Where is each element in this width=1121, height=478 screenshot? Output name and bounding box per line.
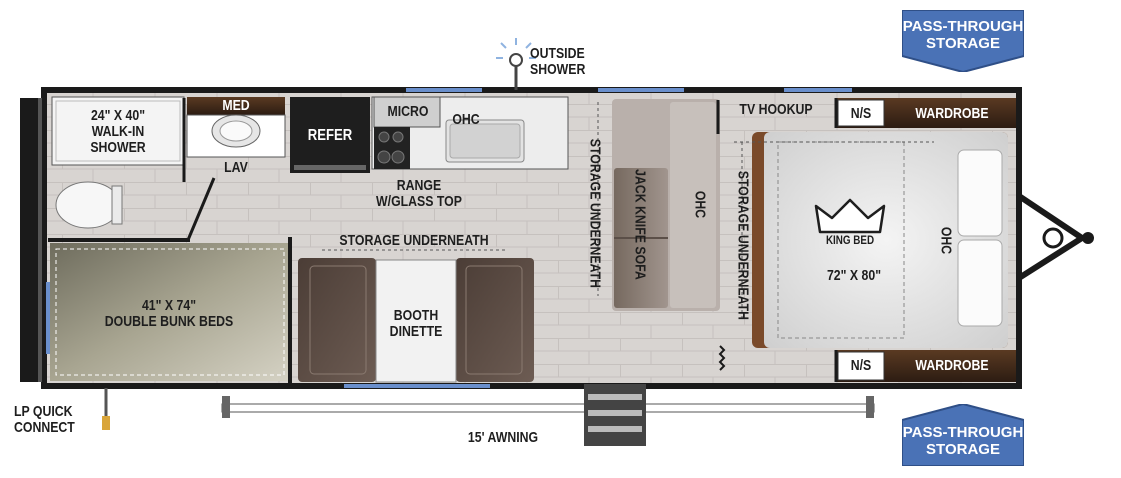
bed-size-label: 72" X 80" xyxy=(826,267,882,284)
micro-label: MICRO xyxy=(387,103,429,120)
awning-label: 15' AWNING xyxy=(467,429,539,446)
refer-label: REFER xyxy=(307,127,353,144)
ohc-label-galley: OHC xyxy=(452,111,480,128)
storage-underneath-sofa-label: STORAGE UNDERNEATH xyxy=(586,138,604,289)
walk-in-shower-label: 24" X 40" WALK-IN SHOWER xyxy=(90,107,146,156)
ns-label-top: N/S xyxy=(850,105,872,122)
ohc-label-bed: OHC xyxy=(937,226,955,255)
storage-underneath-dinette-label: STORAGE UNDERNEATH xyxy=(339,232,489,249)
ns-label-bottom: N/S xyxy=(850,357,872,374)
wardrobe-label-top: WARDROBE xyxy=(915,105,989,122)
med-label: MED xyxy=(222,97,250,114)
wardrobe-label-bottom: WARDROBE xyxy=(915,357,989,374)
tv-hookup-label: TV HOOKUP xyxy=(739,101,813,118)
badge-label: PASS-THROUGH STORAGE xyxy=(902,18,1024,52)
jack-knife-sofa-label: JACK KNIFE SOFA xyxy=(631,169,649,280)
badge-label: PASS-THROUGH STORAGE xyxy=(902,424,1024,458)
outside-shower-label: OUTSIDE SHOWER xyxy=(530,45,586,78)
booth-dinette-label: BOOTH DINETTE xyxy=(389,307,443,340)
badge-shape-icon xyxy=(901,9,1025,74)
storage-underneath-bed-label: STORAGE UNDERNEATH xyxy=(734,170,752,321)
king-bed-label: KING BED xyxy=(825,233,875,247)
bunk-beds-label: 41" X 74" DOUBLE BUNK BEDS xyxy=(104,297,234,330)
lav-label: LAV xyxy=(224,159,248,176)
ohc-label-sofa: OHC xyxy=(691,190,709,219)
pass-through-storage-badge-bottom: PASS-THROUGH STORAGE xyxy=(901,402,1025,467)
lp-quick-connect-label: LP QUICK CONNECT xyxy=(14,403,75,436)
pass-through-storage-badge-top: PASS-THROUGH STORAGE xyxy=(901,9,1025,74)
range-label: RANGE W/GLASS TOP xyxy=(376,177,462,210)
